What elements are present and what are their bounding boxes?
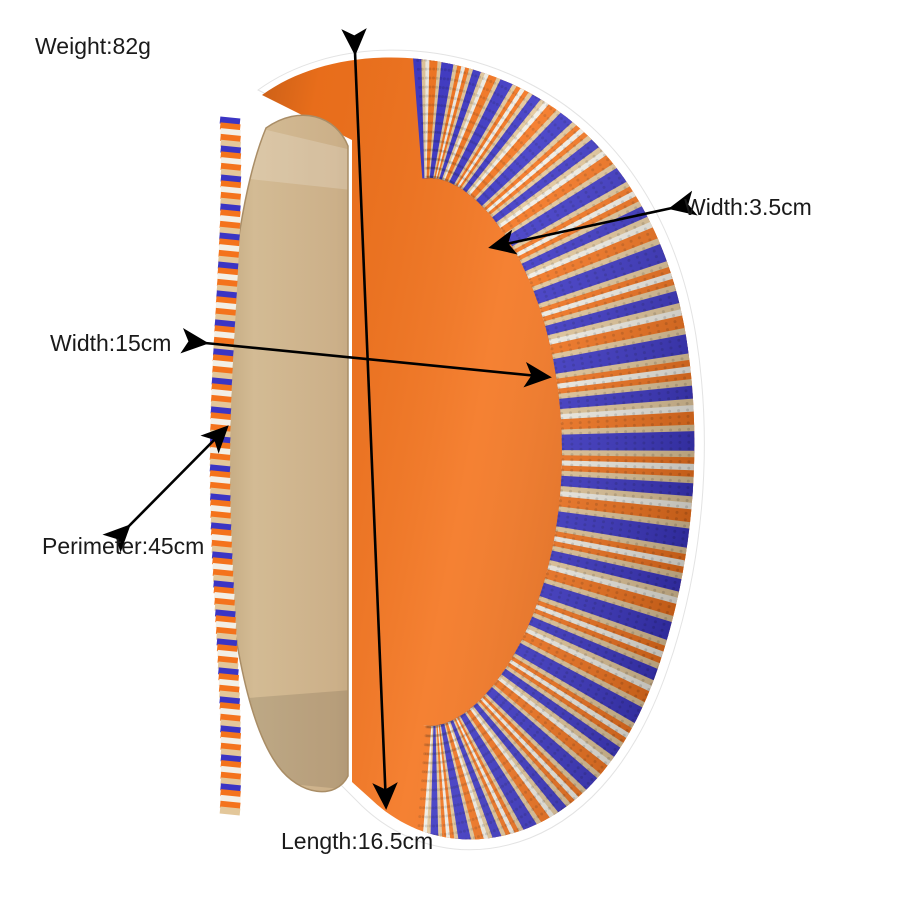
band-width-label: Width:3.5cm	[684, 194, 812, 220]
length-arrow	[341, 28, 398, 810]
perimeter-label: Perimeter:45cm	[42, 533, 205, 559]
perimeter-arrow	[102, 425, 229, 553]
length-label: Length:16.5cm	[281, 828, 434, 854]
total-width-label: Width:15cm	[50, 330, 172, 356]
band-width-arrow	[488, 190, 698, 255]
weight-label: Weight:82g	[35, 33, 151, 59]
total-width-arrow	[180, 328, 552, 388]
